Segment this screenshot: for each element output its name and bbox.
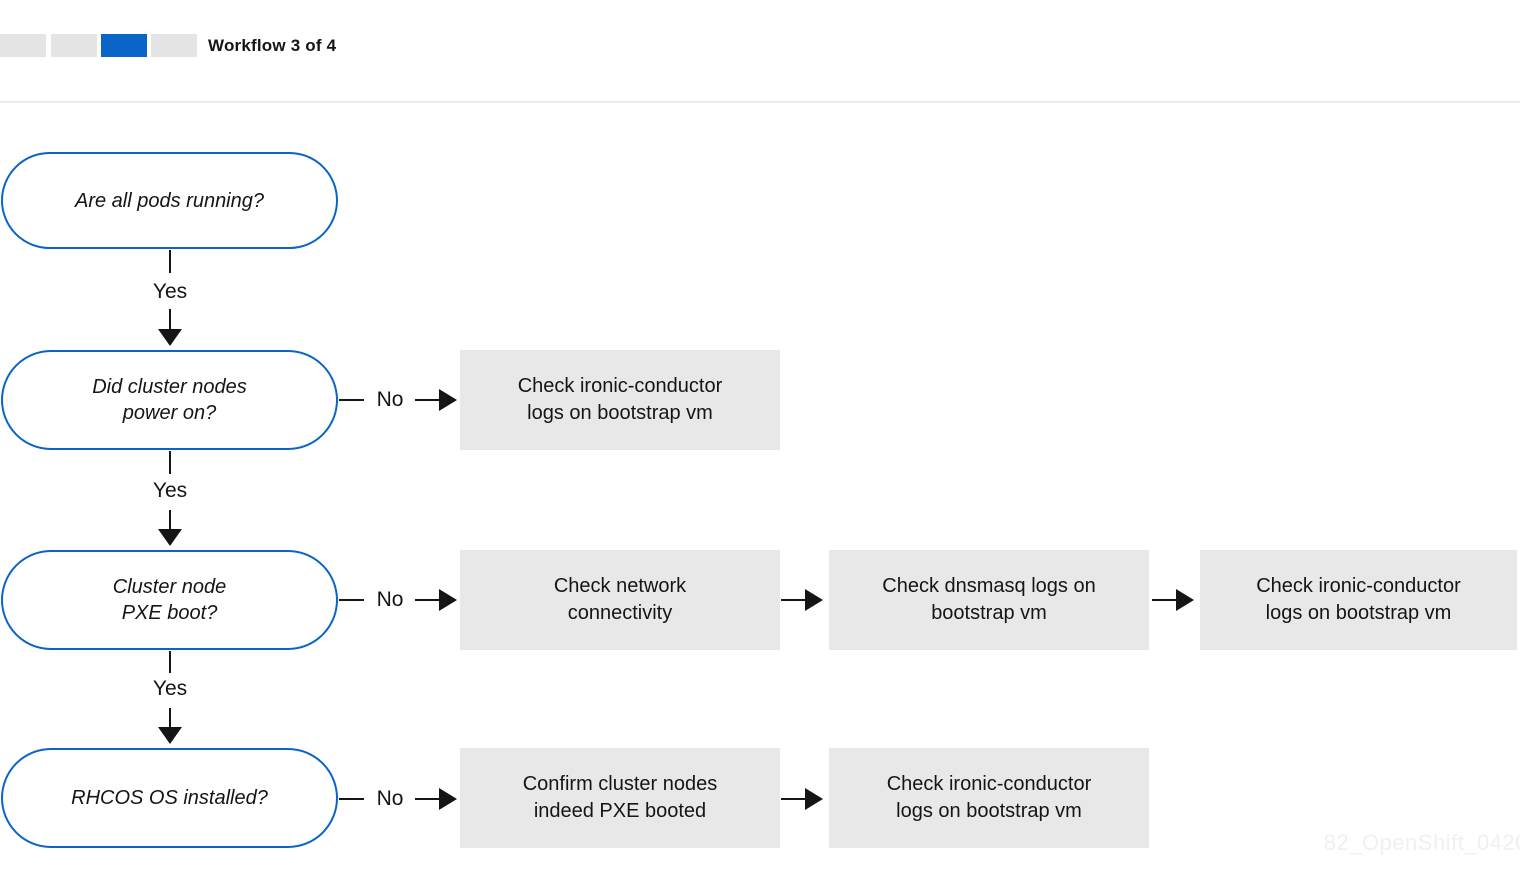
edge-line <box>781 797 805 801</box>
question-node-pxe-boot: Cluster node PXE boot? <box>1 550 338 650</box>
arrowhead-down-icon <box>158 329 182 346</box>
edge-line <box>781 598 805 602</box>
header-divider <box>0 101 1520 103</box>
arrowhead-right-icon <box>805 589 823 611</box>
action-node-check-network-connectivity: Check network connectivity <box>460 550 780 650</box>
arrowhead-right-icon <box>805 788 823 810</box>
arrowhead-down-icon <box>158 529 182 546</box>
arrowhead-down-icon <box>158 727 182 744</box>
question-text-line: PXE boot? <box>121 602 218 624</box>
no-label: No <box>376 388 404 411</box>
action-text-line: Check ironic-conductor <box>886 773 1092 795</box>
yes-label: Yes <box>152 280 188 303</box>
edge-line <box>168 309 172 329</box>
action-text-line: Confirm cluster nodes <box>522 773 718 795</box>
arrowhead-right-icon <box>439 589 457 611</box>
progress-segment-2 <box>51 34 97 57</box>
watermark-text: 82_OpenShift_0420 <box>1323 830 1520 855</box>
workflow-step-label: Workflow 3 of 4 <box>208 36 337 55</box>
question-node-rhcos-installed: RHCOS OS installed? <box>1 748 338 848</box>
action-text-line: logs on bootstrap vm <box>527 402 713 424</box>
action-text-line: Check ironic-conductor <box>517 375 723 397</box>
question-text-line: Did cluster nodes <box>92 376 247 398</box>
yes-label: Yes <box>152 479 188 502</box>
edge-line <box>1152 598 1176 602</box>
action-text-line: logs on bootstrap vm <box>1265 602 1452 624</box>
arrowhead-right-icon <box>439 788 457 810</box>
action-node-check-ironic-conductor-1: Check ironic-conductor logs on bootstrap… <box>460 350 780 450</box>
action-text-line: connectivity <box>567 602 673 624</box>
action-text-line: bootstrap vm <box>931 602 1047 624</box>
action-text-line: logs on bootstrap vm <box>896 800 1082 822</box>
question-text-line: Cluster node <box>112 576 227 598</box>
action-node-check-dnsmasq-logs: Check dnsmasq logs on bootstrap vm <box>829 550 1149 650</box>
edge-line <box>168 451 172 474</box>
edge-line <box>339 598 364 602</box>
question-node-nodes-power-on: Did cluster nodes power on? <box>1 350 338 450</box>
action-text-line: Check dnsmasq logs on <box>882 575 1096 597</box>
edge-line <box>168 651 172 673</box>
action-node-check-ironic-conductor-3: Check ironic-conductor logs on bootstrap… <box>829 748 1149 848</box>
progress-segment-1 <box>0 34 46 57</box>
edge-line <box>415 797 439 801</box>
edge-line <box>415 398 439 402</box>
arrowhead-right-icon <box>1176 589 1194 611</box>
progress-segment-4 <box>151 34 197 57</box>
no-label: No <box>376 787 404 810</box>
edge-line <box>339 797 364 801</box>
action-node-check-ironic-conductor-2: Check ironic-conductor logs on bootstrap… <box>1200 550 1517 650</box>
question-text-line: Are all pods running? <box>74 189 264 212</box>
action-text-line: Check ironic-conductor <box>1256 575 1461 597</box>
no-label: No <box>376 588 404 611</box>
edge-line <box>168 510 172 529</box>
edge-line <box>339 398 364 402</box>
question-node-pods-running: Are all pods running? <box>1 152 338 249</box>
yes-label: Yes <box>152 677 188 700</box>
arrowhead-right-icon <box>439 389 457 411</box>
action-text-line: Check network <box>553 575 687 597</box>
action-text-line: indeed PXE booted <box>533 800 707 822</box>
edge-line <box>415 598 439 602</box>
action-node-confirm-pxe-booted: Confirm cluster nodes indeed PXE booted <box>460 748 780 848</box>
progress-segment-3-active <box>101 34 147 57</box>
edge-line <box>168 250 172 273</box>
question-text-line: RHCOS OS installed? <box>71 787 268 809</box>
question-text-line: power on? <box>122 402 217 424</box>
edge-line <box>168 708 172 727</box>
